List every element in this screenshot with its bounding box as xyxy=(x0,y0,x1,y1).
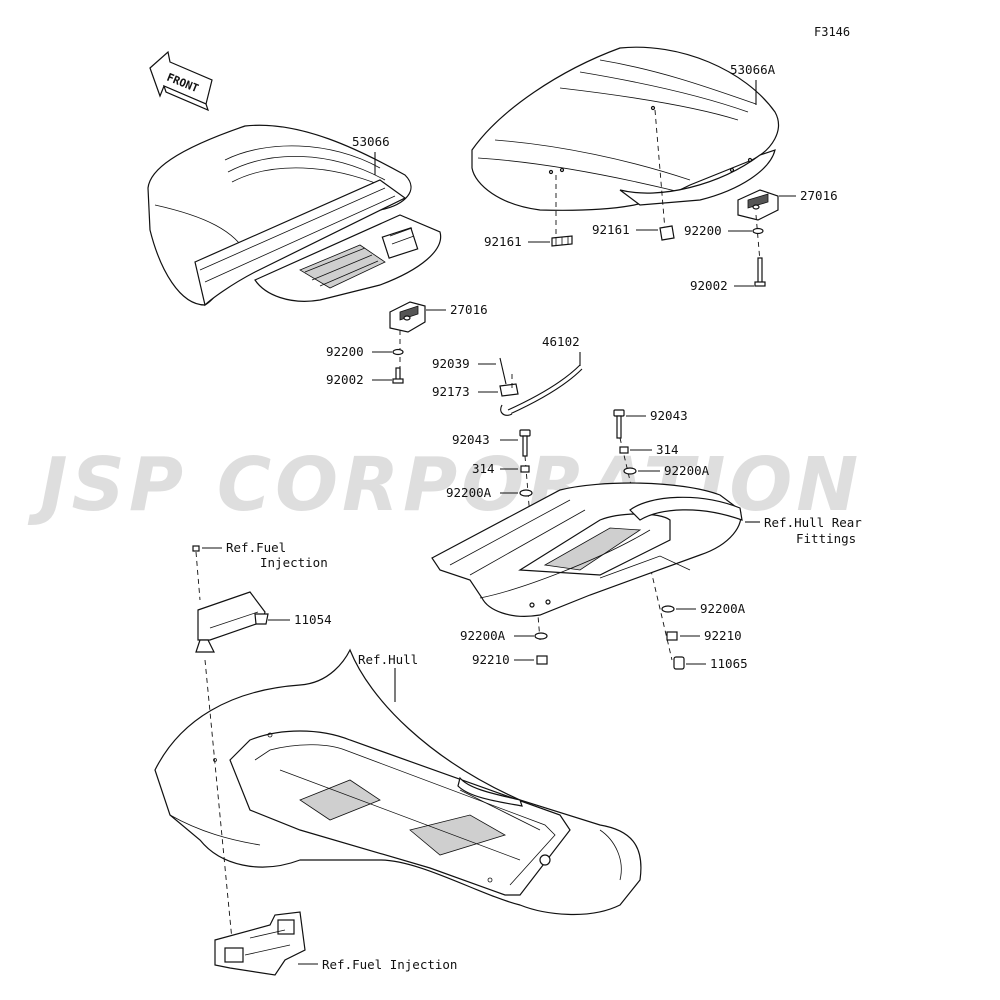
cable-46102 xyxy=(500,364,583,416)
collar-314-right xyxy=(619,446,629,454)
label-314-right: 314 xyxy=(656,442,679,457)
figure-code: F3146 xyxy=(814,25,850,39)
label-92002-rear: 92002 xyxy=(690,278,728,293)
washer-92200A-left xyxy=(519,489,533,497)
label-92210-right: 92210 xyxy=(704,628,742,643)
label-92043-right: 92043 xyxy=(650,408,688,423)
washer-92200A-right-top xyxy=(623,467,637,475)
axis-11054-top xyxy=(195,551,201,601)
bracket-27016-front xyxy=(389,301,426,333)
label-92200A-right-top: 92200A xyxy=(664,463,710,478)
label-92161-a: 92161 xyxy=(484,234,522,249)
bolt-92043-right xyxy=(613,409,625,439)
ref-fuel-injection-bottom: Ref.Fuel Injection xyxy=(322,957,457,972)
bolt-92002-rear xyxy=(754,257,766,287)
bolt-92002-front xyxy=(392,367,404,384)
washer-92200-front xyxy=(392,348,404,356)
label-92200-front: 92200 xyxy=(326,344,364,359)
clip-92161-b xyxy=(659,225,675,241)
label-92200-rear: 92200 xyxy=(684,223,722,238)
label-92002-front: 92002 xyxy=(326,372,364,387)
label-53066: 53066 xyxy=(352,134,390,149)
label-53066A: 53066A xyxy=(730,62,776,77)
label-92200A-bottom: 92200A xyxy=(460,628,506,643)
ref-hull-rear-fittings-1: Ref.Hull Rear xyxy=(764,515,862,530)
nut-92210-right xyxy=(666,631,678,641)
bracket-27016-rear xyxy=(737,189,779,221)
axis-92161-b xyxy=(654,109,666,231)
label-11054: 11054 xyxy=(294,612,332,627)
rear-seat-53066A xyxy=(471,46,780,211)
label-92200A-right-bottom: 92200A xyxy=(700,601,746,616)
nut-92210-left xyxy=(536,655,548,665)
label-46102: 46102 xyxy=(542,334,580,349)
front-seat-53066 xyxy=(147,124,442,307)
label-314-left: 314 xyxy=(472,461,495,476)
pin-92039 xyxy=(499,357,507,385)
label-92039: 92039 xyxy=(432,356,470,371)
washer-92200A-right-bottom xyxy=(661,605,675,613)
label-92043-left: 92043 xyxy=(452,432,490,447)
label-92173: 92173 xyxy=(432,384,470,399)
fuel-injection-screw-top xyxy=(192,545,200,552)
label-27016-rear: 27016 xyxy=(800,188,838,203)
cap-11065 xyxy=(673,656,685,670)
washer-92200-rear xyxy=(752,227,764,235)
collar-314-left xyxy=(520,465,530,473)
axis-11054-bottom xyxy=(204,659,233,941)
bracket-11054 xyxy=(195,591,269,653)
washer-92200A-bottom xyxy=(534,632,548,640)
clip-92161-a xyxy=(551,235,573,247)
label-92200A-left: 92200A xyxy=(446,485,492,500)
ref-hull-rear-fittings-2: Fittings xyxy=(796,531,856,546)
rear-frame-assembly xyxy=(431,482,743,617)
label-92161-b: 92161 xyxy=(592,222,630,237)
axis-right-stack xyxy=(619,437,673,661)
ref-hull: Ref.Hull xyxy=(358,652,418,667)
clamp-92173 xyxy=(499,374,519,397)
label-27016-front: 27016 xyxy=(450,302,488,317)
fuel-injection-bracket-bottom xyxy=(214,911,306,976)
label-11065: 11065 xyxy=(710,656,748,671)
ref-fuel-injection-top-2: Injection xyxy=(260,555,328,570)
label-92210-left: 92210 xyxy=(472,652,510,667)
front-arrow-icon: FRONT xyxy=(149,50,213,112)
hull xyxy=(154,648,642,916)
ref-fuel-injection-top-1: Ref.Fuel xyxy=(226,540,286,555)
